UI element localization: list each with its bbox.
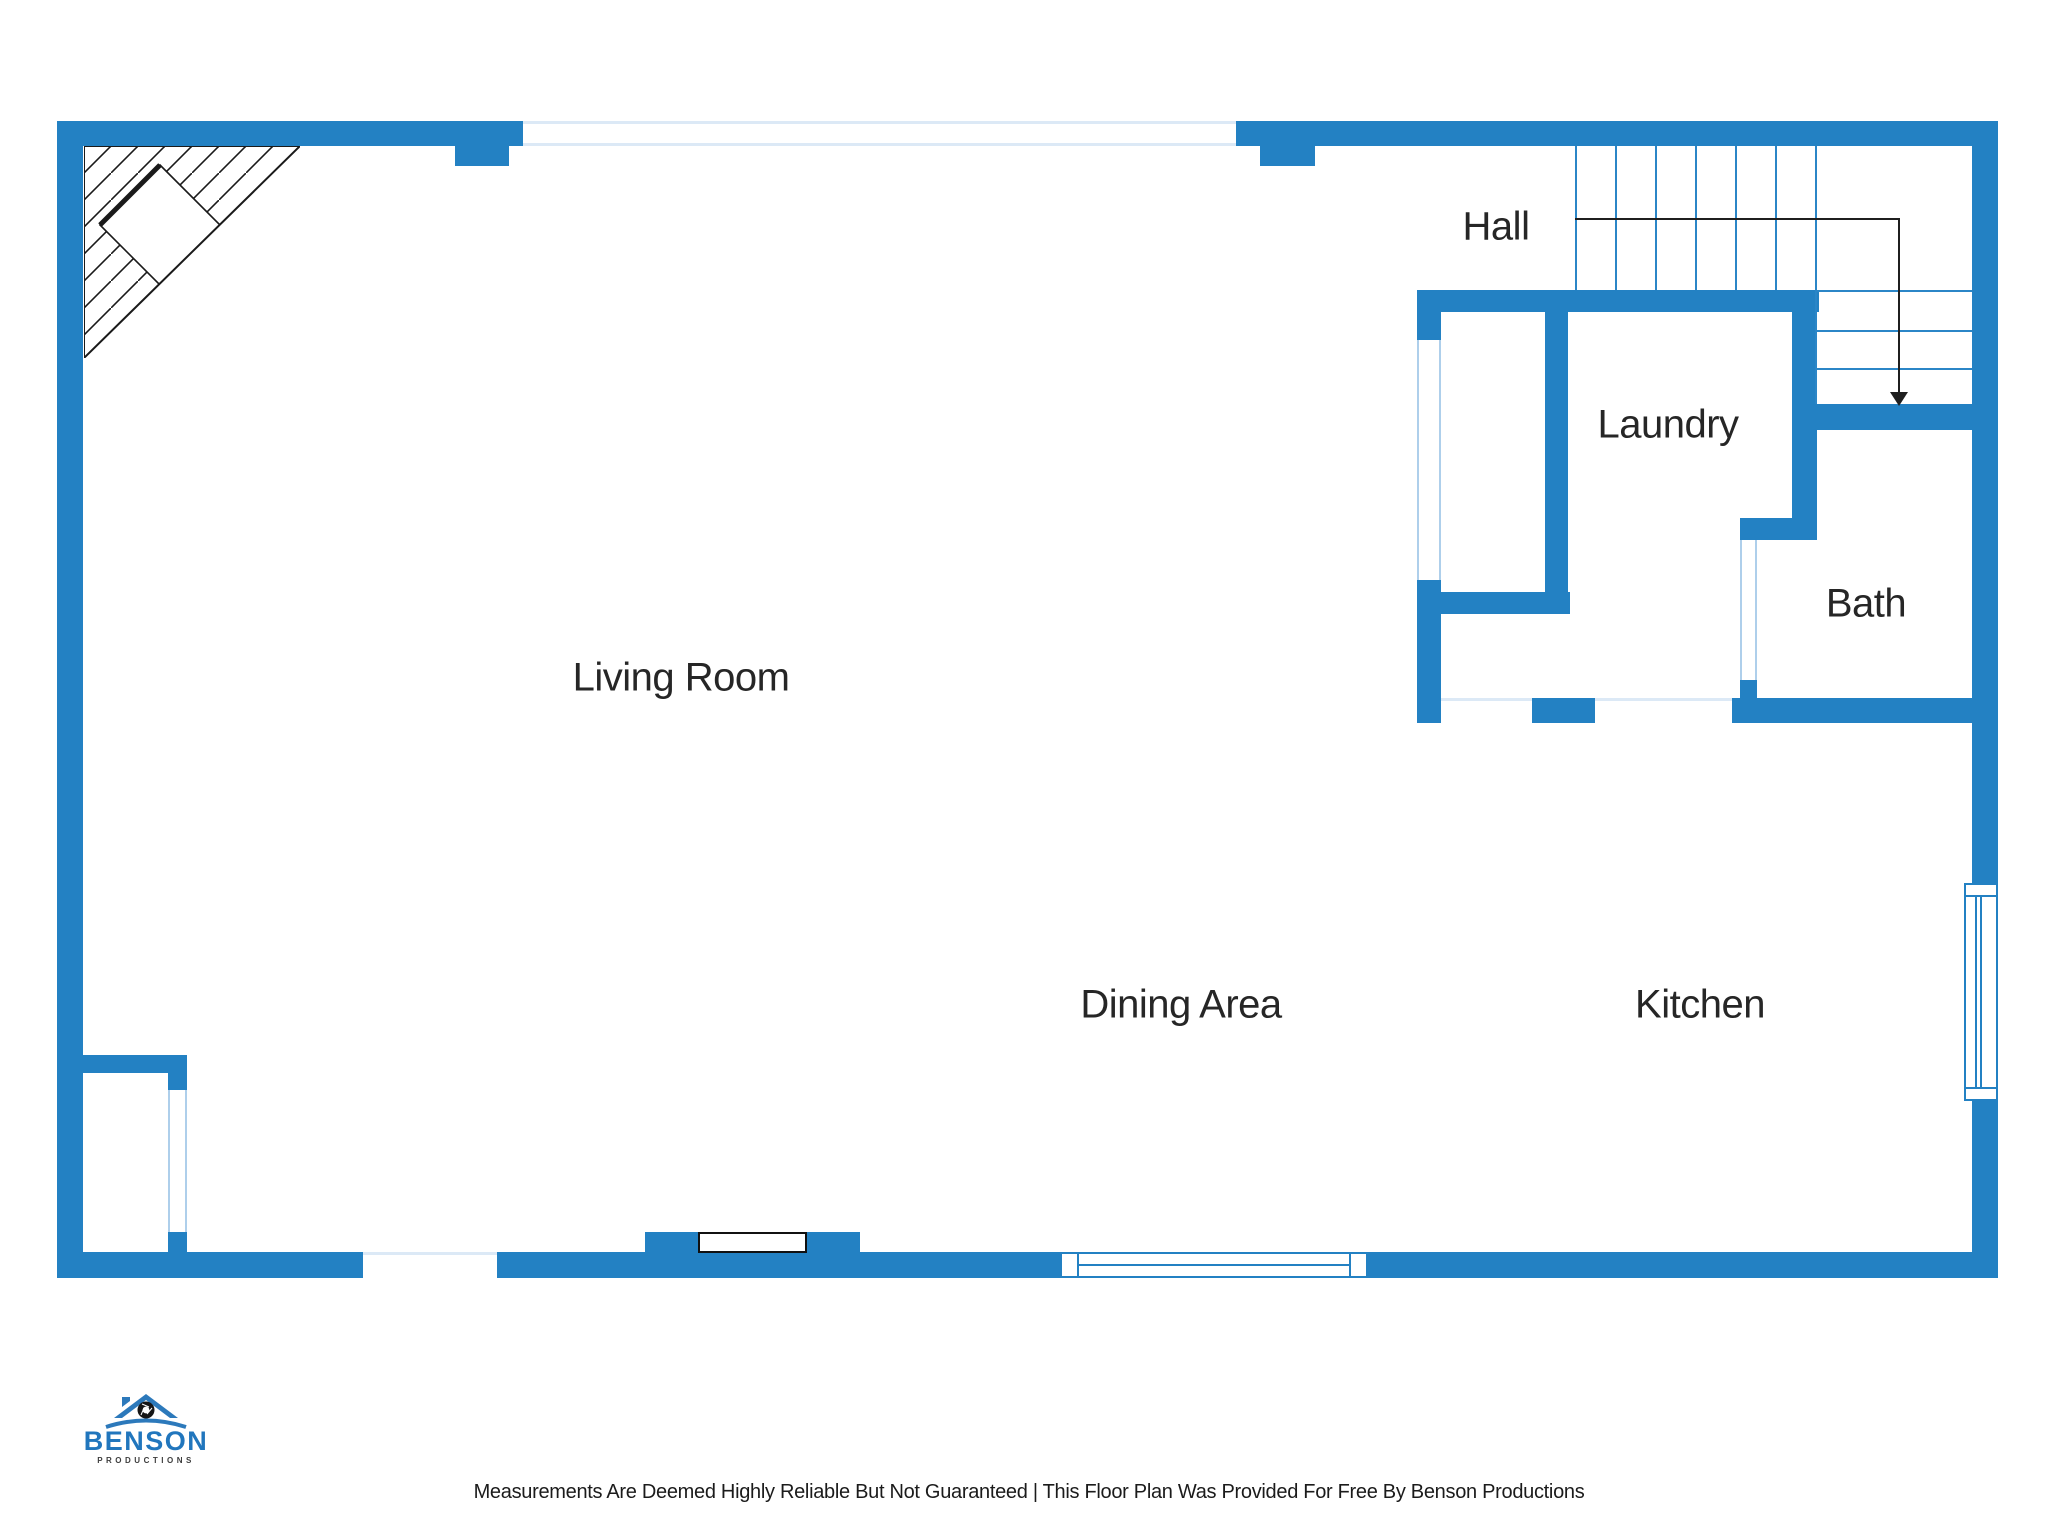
- fireplace-hatch-icon: [84, 146, 300, 358]
- bottom-window-pier-right: [807, 1232, 860, 1252]
- room-label-bath: Bath: [1825, 581, 1907, 626]
- alcove-top-wall: [57, 1055, 187, 1073]
- kitchen-window-glazing-line-1: [1975, 897, 1977, 1087]
- closet-laundry-wall: [1545, 312, 1568, 614]
- wall-bottom-segment-c: [1368, 1252, 1998, 1278]
- wall-bottom-segment-a: [57, 1252, 363, 1278]
- room-label-living-room: Living Room: [572, 655, 790, 700]
- kitchen-window-glazing-line-2: [1980, 897, 1982, 1087]
- bath-door-opening: [1740, 540, 1757, 680]
- room-label-dining-area: Dining Area: [1080, 982, 1282, 1027]
- kitchen-window-sill-bottom: [1964, 1087, 1998, 1101]
- alcove-window: [168, 1090, 187, 1232]
- laundry-door-opening-line: [1595, 698, 1732, 701]
- bath-door-pier: [1740, 680, 1757, 698]
- stair-landing-divider: [1815, 290, 1817, 404]
- top-opening-line-inner: [523, 143, 1236, 146]
- logo-roof-icon: [105, 1394, 187, 1429]
- hall-laundry-wall: [1417, 290, 1819, 312]
- wall-right-lower: [1972, 1099, 1998, 1278]
- logo-brand-name: BENSON: [83, 1426, 209, 1456]
- alcove-right-wall-upper: [168, 1072, 187, 1090]
- bottom-small-window: [698, 1232, 807, 1253]
- laundry-wall-foot: [1740, 518, 1792, 540]
- stairs-guide-line-horizontal: [1575, 218, 1900, 220]
- closet-door-opening-line: [1441, 698, 1532, 701]
- stair-lower-step-2: [1815, 330, 1972, 332]
- stairs-guide-line-vertical: [1898, 218, 1900, 394]
- window-center-rail: [1077, 1264, 1351, 1266]
- roof-shape: [114, 1394, 178, 1418]
- wall-bottom-segment-b: [497, 1252, 1060, 1278]
- wall-top-right-stub: [1260, 146, 1315, 166]
- chimney-shape: [122, 1397, 130, 1407]
- closet-bottom-wall: [1417, 592, 1570, 614]
- wall-top-right-segment: [1236, 121, 1998, 146]
- kitchen-window: [1964, 895, 1998, 1089]
- logo-swoosh: [105, 1418, 187, 1429]
- room-label-hall: Hall: [1462, 204, 1530, 249]
- room-label-laundry: Laundry: [1597, 402, 1739, 447]
- bottom-left-door-opening-line: [363, 1252, 497, 1255]
- section-bottom-pier: [1532, 698, 1595, 723]
- wall-top-left-segment: [57, 121, 523, 146]
- room-label-kitchen: Kitchen: [1635, 982, 1765, 1027]
- stair-landing-wall: [1792, 404, 1972, 430]
- stair-lower-step-1: [1815, 290, 1972, 292]
- top-opening-line-outer: [523, 121, 1236, 124]
- logo-brand-tagline: PRODUCTIONS: [97, 1456, 195, 1465]
- disclaimer-text: Measurements Are Deemed Highly Reliable …: [473, 1481, 1585, 1503]
- wall-left: [57, 121, 83, 1278]
- stairs-direction-arrow-icon: [1890, 392, 1908, 406]
- section-left-wall-stub: [1417, 312, 1441, 340]
- wall-top-left-pier: [455, 146, 509, 166]
- bottom-window-pier-left: [645, 1232, 698, 1252]
- stair-lower-step-3: [1815, 368, 1972, 370]
- wall-right-upper: [1972, 121, 1998, 883]
- section-left-window: [1417, 340, 1441, 580]
- section-bottom-wall-right: [1732, 698, 1972, 723]
- bottom-wide-window: [1060, 1252, 1368, 1278]
- alcove-right-wall-lower: [168, 1232, 187, 1252]
